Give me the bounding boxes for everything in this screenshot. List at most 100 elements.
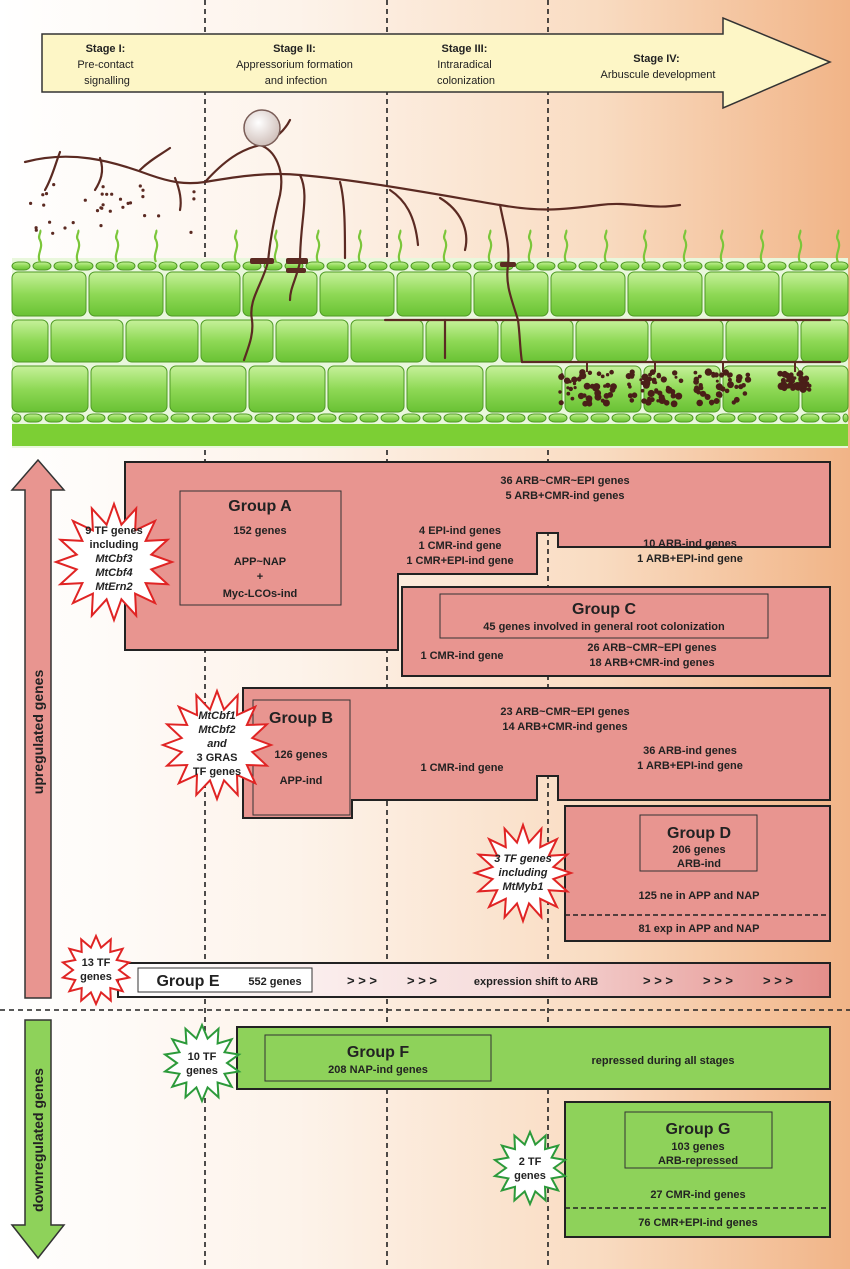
stage-1-line2: signalling <box>84 75 130 87</box>
upregulated-label: upregulated genes <box>30 670 46 795</box>
root-hair <box>563 229 569 263</box>
signal-dot <box>141 188 145 192</box>
burst-a-line3: MtCbf3 <box>95 553 132 565</box>
stage-1-line1: Pre-contact <box>77 59 133 71</box>
stage-4-title: Stage IV: <box>633 53 679 65</box>
group-b-top-2: 14 ARB+CMR-ind genes <box>502 721 627 733</box>
signal-dot <box>143 214 147 218</box>
root-cell <box>536 261 556 271</box>
signal-dot <box>51 231 55 235</box>
root-hair <box>153 229 159 263</box>
group-g-row2: 76 CMR+EPI-ind genes <box>638 1217 758 1229</box>
signal-dot <box>42 203 46 207</box>
root-cell <box>452 261 472 271</box>
signal-dot <box>100 192 104 196</box>
root-cell <box>44 413 64 423</box>
group-a: Group A 152 genes APP~NAP + Myc-LCOs-ind… <box>124 461 831 651</box>
signal-dot <box>157 214 161 218</box>
root-cell <box>158 261 178 271</box>
root-cell <box>704 261 724 271</box>
burst-a-line4: MtCbf4 <box>95 567 132 579</box>
svg-text:Stage III: Intraradical: Stage III: Intraradical colonization <box>437 43 495 87</box>
root-cell <box>683 261 703 271</box>
stage-2-line2: and infection <box>265 75 327 87</box>
group-b: Group B 126 genes APP-ind 23 ARB~CMR~EPI… <box>242 687 831 819</box>
root-cell <box>653 413 673 423</box>
burst-d-line2: including <box>499 867 548 879</box>
root-cell <box>88 271 164 317</box>
root-cell <box>200 319 274 363</box>
root-cell <box>695 413 715 423</box>
root-cell <box>401 413 421 423</box>
signal-dot <box>71 221 75 225</box>
group-e-title: Group E <box>156 973 219 990</box>
appressoria <box>250 258 516 273</box>
burst-f-line2: genes <box>186 1065 218 1077</box>
burst-g-line2: genes <box>514 1170 546 1182</box>
root-cell <box>11 365 89 413</box>
group-e-shift: expression shift to ARB <box>474 976 598 988</box>
signal-dot <box>63 226 67 230</box>
group-b-desc: APP-ind <box>280 775 323 787</box>
signal-dot <box>34 228 38 232</box>
root-cell <box>830 261 849 271</box>
root-cell <box>23 413 43 423</box>
downregulated-label: downregulated genes <box>30 1068 46 1212</box>
group-b-right-1: 36 ARB-ind genes <box>643 745 737 757</box>
group-c-right-2: 18 ARB+CMR-ind genes <box>589 657 714 669</box>
stage-3-title: Stage III: <box>442 43 488 55</box>
burst-d-line1: 3 TF genes <box>494 853 551 865</box>
stage-labels: Stage I: Pre-contact signalling Stage II… <box>77 43 715 87</box>
root-cell <box>305 261 325 271</box>
group-b-top-1: 23 ARB~CMR~EPI genes <box>500 706 629 718</box>
root-cell <box>326 261 346 271</box>
root-cell <box>725 261 745 271</box>
root-cell <box>557 261 577 271</box>
group-f-title: Group F <box>347 1044 409 1061</box>
group-a-desc-1: APP~NAP <box>234 556 286 568</box>
root-cell <box>464 413 484 423</box>
root-cell <box>275 413 295 423</box>
arbuscule <box>693 362 752 407</box>
root-cell <box>779 413 799 423</box>
root-cell <box>338 413 358 423</box>
arbuscule <box>558 362 617 407</box>
root-cell <box>485 365 563 413</box>
burst-a-line2: including <box>90 539 139 551</box>
root-cell <box>191 413 211 423</box>
burst-b-line5: TF genes <box>193 766 241 778</box>
burst-f: 10 TF genes <box>162 1022 242 1104</box>
root-cell <box>137 261 157 271</box>
group-e-arrows-3: > > > <box>643 973 673 988</box>
group-f-count: 208 NAP-ind genes <box>328 1064 428 1076</box>
signal-dots <box>29 183 196 235</box>
root-cell <box>380 413 400 423</box>
root-base <box>12 424 848 446</box>
root-hair <box>759 229 765 263</box>
root-cell <box>758 413 778 423</box>
root-cell <box>275 319 349 363</box>
root-hair <box>397 229 403 263</box>
signal-dot <box>192 197 196 201</box>
stage-arrow <box>41 16 832 110</box>
root-cell <box>169 365 247 413</box>
root-cell <box>90 365 168 413</box>
group-c-subtitle: 45 genes involved in general root coloni… <box>483 621 725 633</box>
root-cell <box>821 413 841 423</box>
root-cell <box>842 413 849 423</box>
signal-dot <box>99 206 103 210</box>
group-a-title: Group A <box>228 498 292 515</box>
group-f: Group F 208 NAP-ind genes repressed duri… <box>236 1026 831 1090</box>
root-hair <box>797 229 803 263</box>
root-hair <box>603 229 609 263</box>
root-cell <box>431 261 451 271</box>
root-cell <box>809 261 829 271</box>
downregulated-arrow: downregulated genes <box>10 1019 66 1260</box>
root-hairs <box>37 229 841 263</box>
burst-e: 13 TF genes <box>60 933 132 1007</box>
root-cell <box>443 413 463 423</box>
group-b-mid: 1 CMR-ind gene <box>420 762 503 774</box>
root-cell <box>86 413 106 423</box>
root-cell <box>422 413 442 423</box>
